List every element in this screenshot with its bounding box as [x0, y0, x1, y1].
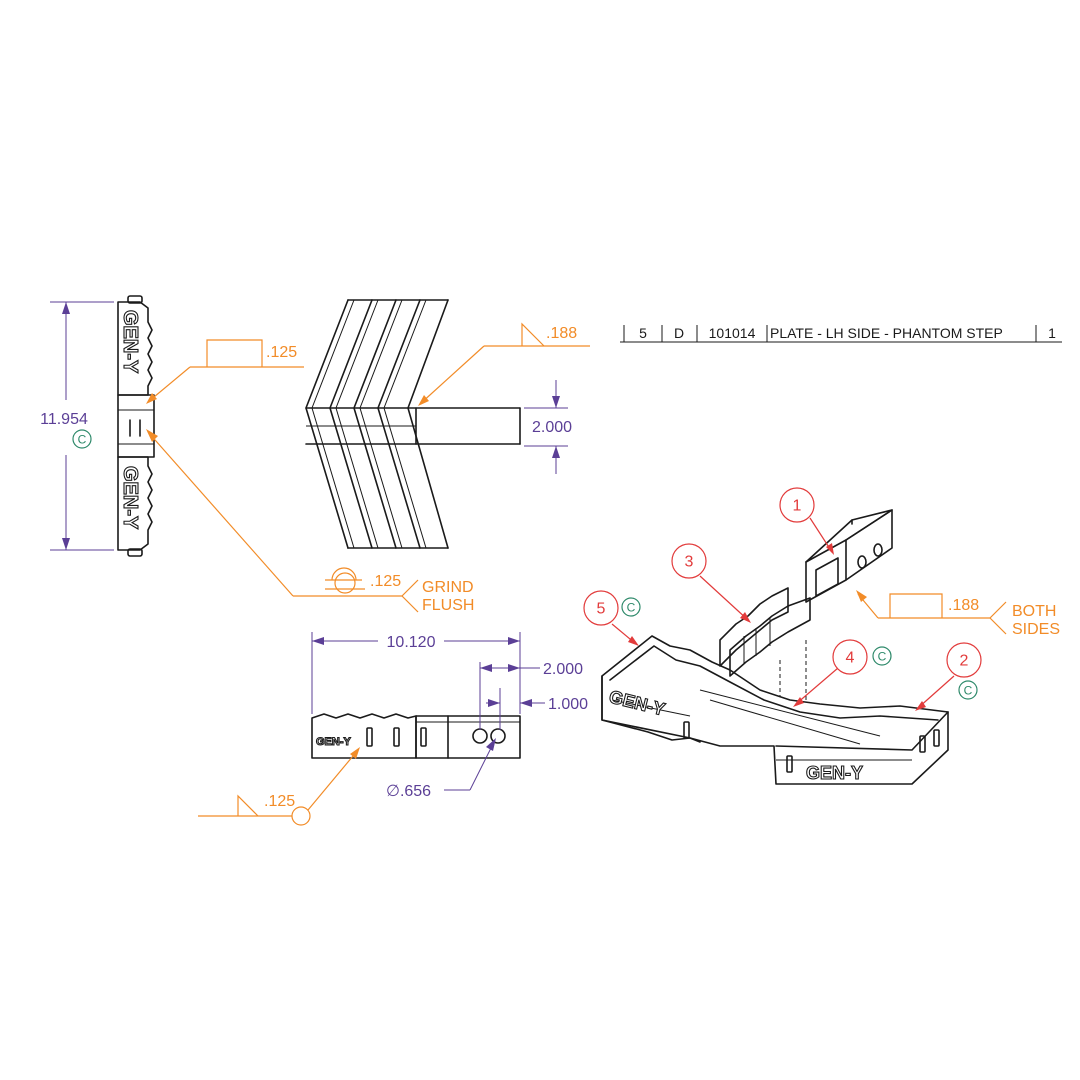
dimension-hole-spacing-value: 2.000 [543, 661, 583, 678]
weld-bottom-fillet-size: .125 [264, 793, 295, 810]
c-mark-item-2 [958, 680, 978, 700]
weld-grind-value: .125 [370, 573, 401, 590]
bom-revision: D [674, 325, 684, 341]
weld-receiver-note-line1: BOTH [1012, 603, 1056, 620]
bom-part-number: 101014 [709, 325, 756, 341]
vertical-plates [719, 587, 811, 677]
dimension-tube-height: 2.000 [524, 380, 572, 474]
svg-text:C: C [627, 601, 636, 615]
weld-callout-side-fillet: .125 [146, 339, 304, 404]
dimension-hole-diameter-value: ∅.656 [386, 783, 431, 800]
bom-quantity: 1 [1048, 325, 1056, 341]
weld-callout-grind-flush: .125 GRIND FLUSH [146, 429, 474, 614]
dimension-overall-length: 10.120 [311, 632, 521, 714]
svg-text:5: 5 [597, 601, 606, 618]
dimension-overall-height-value: 11.954 [40, 411, 88, 428]
weld-callout-receiver: .188 BOTH SIDES [856, 590, 1060, 638]
weld-callout-top-fillet: .188 [418, 322, 590, 406]
dimension-overall-length-value: 10.120 [387, 634, 436, 651]
c-mark-item-5 [621, 597, 641, 617]
dimension-hole-offset-value: 1.000 [548, 696, 588, 713]
svg-text:1: 1 [793, 498, 802, 515]
svg-text:2: 2 [960, 653, 969, 670]
balloon-item-4: 4 C [793, 639, 892, 707]
logo-side-upper: GEN-Y [119, 310, 141, 374]
svg-text:4: 4 [846, 650, 855, 667]
balloon-item-5: 5 C [583, 590, 641, 646]
svg-text:3: 3 [685, 554, 694, 571]
c-mark-side-view [72, 429, 92, 449]
c-mark-item-4 [872, 646, 892, 666]
bom-row: 5 D 101014 PLATE - LH SIDE - PHANTOM STE… [620, 325, 1062, 343]
dimension-tube-height-value: 2.000 [532, 419, 572, 436]
svg-text:C: C [878, 650, 887, 664]
weld-side-fillet-size: .125 [266, 344, 297, 361]
weld-receiver-note-line2: SIDES [1012, 621, 1060, 638]
bom-description: PLATE - LH SIDE - PHANTOM STEP [770, 325, 1003, 341]
balloon-item-2: 2 C [915, 642, 982, 711]
weld-receiver-fillet-size: .188 [948, 597, 979, 614]
dimension-hole-diameter: ∅.656 [386, 738, 496, 800]
logo-side-lower: GEN-Y [119, 466, 141, 530]
svg-text:C: C [964, 684, 973, 698]
weld-callout-bottom-fillet: .125 [198, 747, 360, 826]
side-view: GEN-Y GEN-Y [117, 295, 155, 557]
receiver-tube [805, 509, 893, 603]
logo-isometric-right: GEN-Y [806, 763, 863, 783]
balloon-item-3: 3 [671, 543, 751, 623]
dimension-hole-spacing: 2.000 [479, 661, 583, 730]
logo-front-view: GEN-Y [316, 736, 352, 748]
front-view: GEN-Y [311, 713, 521, 759]
weld-grind-note-line2: FLUSH [422, 597, 474, 614]
dimension-overall-height: 11.954 C [40, 301, 114, 551]
bom-item-number: 5 [639, 325, 647, 341]
weld-grind-note-line1: GRIND [422, 579, 474, 596]
svg-text:C: C [78, 433, 87, 447]
isometric-view: GEN-Y GEN-Y [601, 509, 949, 785]
top-view [305, 299, 521, 549]
logo-isometric-left: GEN-Y [607, 686, 667, 719]
balloon-item-1: 1 [779, 487, 834, 555]
base-frame: GEN-Y GEN-Y [601, 635, 949, 785]
weld-top-fillet-size: .188 [546, 325, 577, 342]
dimension-hole-offset: 1.000 [486, 688, 588, 730]
